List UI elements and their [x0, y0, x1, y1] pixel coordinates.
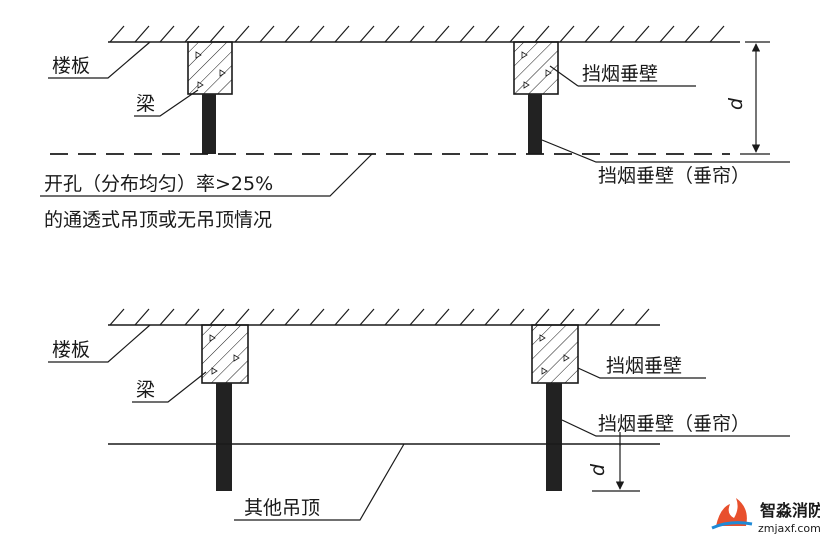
top-ceiling-desc-line2: 的通透式吊顶或无吊顶情况 — [44, 209, 272, 231]
bottom-curtain-leader — [561, 419, 790, 437]
top-left-smoke-curtain — [202, 94, 216, 154]
top-ceiling-desc-line1: 开孔（分布均匀）率>25% — [44, 173, 273, 195]
bottom-dimension-label: d — [587, 463, 609, 476]
watermark-url: zmjaxf.com — [758, 522, 820, 535]
bottom-left-beam — [201, 324, 249, 384]
bottom-beam-leader — [132, 371, 207, 403]
bottom-ceiling-label: 其他吊顶 — [244, 497, 320, 519]
bottom-right-smoke-curtain — [546, 383, 562, 491]
watermark-logo-icon — [711, 498, 753, 530]
top-right-beam — [513, 41, 559, 95]
top-floor-label: 楼板 — [52, 55, 90, 77]
top-floor-slab — [108, 25, 740, 43]
bottom-diagram: d 楼板 梁 挡烟垂壁 挡烟垂壁（垂帘） 其他吊顶 — [48, 308, 790, 521]
bottom-ceiling-leader — [234, 443, 405, 521]
top-left-beam — [187, 41, 233, 95]
bottom-smoke-curtain-label: 挡烟垂壁（垂帘） — [598, 413, 750, 435]
top-ceiling-leader — [40, 153, 373, 197]
bottom-wall-leader — [577, 367, 706, 379]
bottom-left-smoke-curtain — [216, 383, 232, 491]
bottom-floor-label: 楼板 — [52, 339, 90, 361]
watermark: 智淼消防 zmjaxf.com — [711, 498, 820, 535]
bottom-floor-leader — [48, 324, 151, 363]
watermark-title: 智淼消防 — [760, 501, 820, 520]
bottom-smoke-wall-label: 挡烟垂壁 — [606, 355, 682, 377]
top-curtain-leader — [541, 139, 790, 163]
top-diagram: d 楼板 梁 挡烟垂壁 挡烟垂壁（垂帘） 开孔（分布均匀）率>25% 的通透式吊… — [40, 25, 790, 231]
top-beam-leader — [134, 89, 199, 117]
bottom-floor-slab — [108, 308, 660, 326]
top-dimension-label: d — [725, 97, 747, 110]
top-beam-label: 梁 — [136, 93, 155, 115]
top-smoke-wall-label: 挡烟垂壁 — [582, 63, 658, 85]
top-right-smoke-curtain — [528, 94, 542, 154]
top-smoke-curtain-label: 挡烟垂壁（垂帘） — [598, 165, 750, 187]
bottom-right-beam — [531, 324, 579, 384]
bottom-beam-label: 梁 — [136, 379, 155, 401]
bottom-dimension-d — [592, 432, 640, 492]
top-floor-leader — [48, 41, 151, 79]
top-dimension-d — [740, 41, 770, 155]
